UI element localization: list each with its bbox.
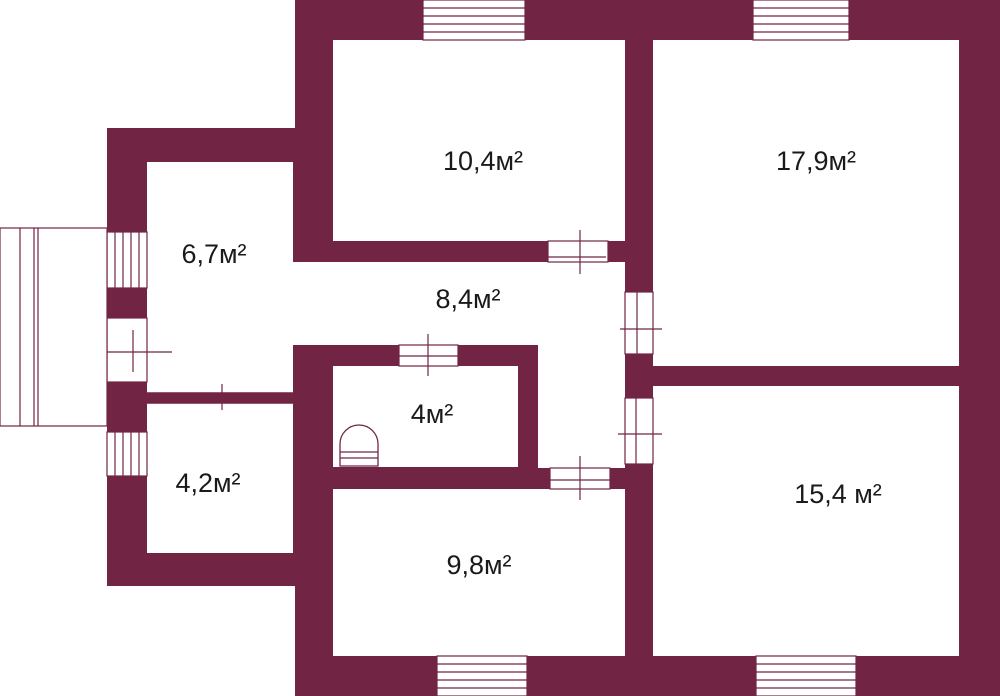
windows xyxy=(106,0,857,696)
window-left-lower xyxy=(106,431,148,477)
floor-bottom-middle xyxy=(333,489,625,656)
toilet-icon xyxy=(339,424,379,467)
floor-top-right xyxy=(653,40,959,366)
door-top-middle xyxy=(547,230,609,274)
area-label-bathroom: 4м² xyxy=(411,399,454,429)
room-labels: 10,4м² 17,9м² 6,7м² 8,4м² 4м² 4,2м² 9,8м… xyxy=(175,146,881,580)
floor-corridor-b xyxy=(538,262,625,468)
area-label-bottom-right: 15,4 м² xyxy=(794,479,882,509)
partitions xyxy=(147,392,293,404)
area-label-small-left: 4,2м² xyxy=(175,468,240,498)
window-top-left xyxy=(422,0,526,41)
area-label-top-right: 17,9м² xyxy=(776,146,856,176)
area-label-bottom-middle: 9,8м² xyxy=(446,550,511,580)
area-label-corridor: 8,4м² xyxy=(435,284,500,314)
floor-entry xyxy=(147,162,293,393)
door-bottom-middle xyxy=(549,456,611,500)
room-floors xyxy=(147,40,959,656)
door-entrance xyxy=(95,317,172,383)
floor-small-left xyxy=(147,403,293,553)
floor-top-middle xyxy=(333,40,625,241)
door-bottom-right xyxy=(618,397,662,468)
area-label-entry: 6,7м² xyxy=(181,239,246,269)
window-bottom-left xyxy=(436,655,528,696)
window-top-right xyxy=(752,0,850,41)
door-top-right xyxy=(620,291,662,356)
door-bathroom xyxy=(398,334,459,376)
window-left-upper xyxy=(106,231,148,289)
window-bottom-right xyxy=(755,655,857,696)
door-small-left xyxy=(147,384,293,410)
doors xyxy=(95,230,662,500)
porch-steps xyxy=(0,227,108,427)
floor-bottom-right xyxy=(653,386,959,656)
area-label-top-middle: 10,4м² xyxy=(443,146,523,176)
